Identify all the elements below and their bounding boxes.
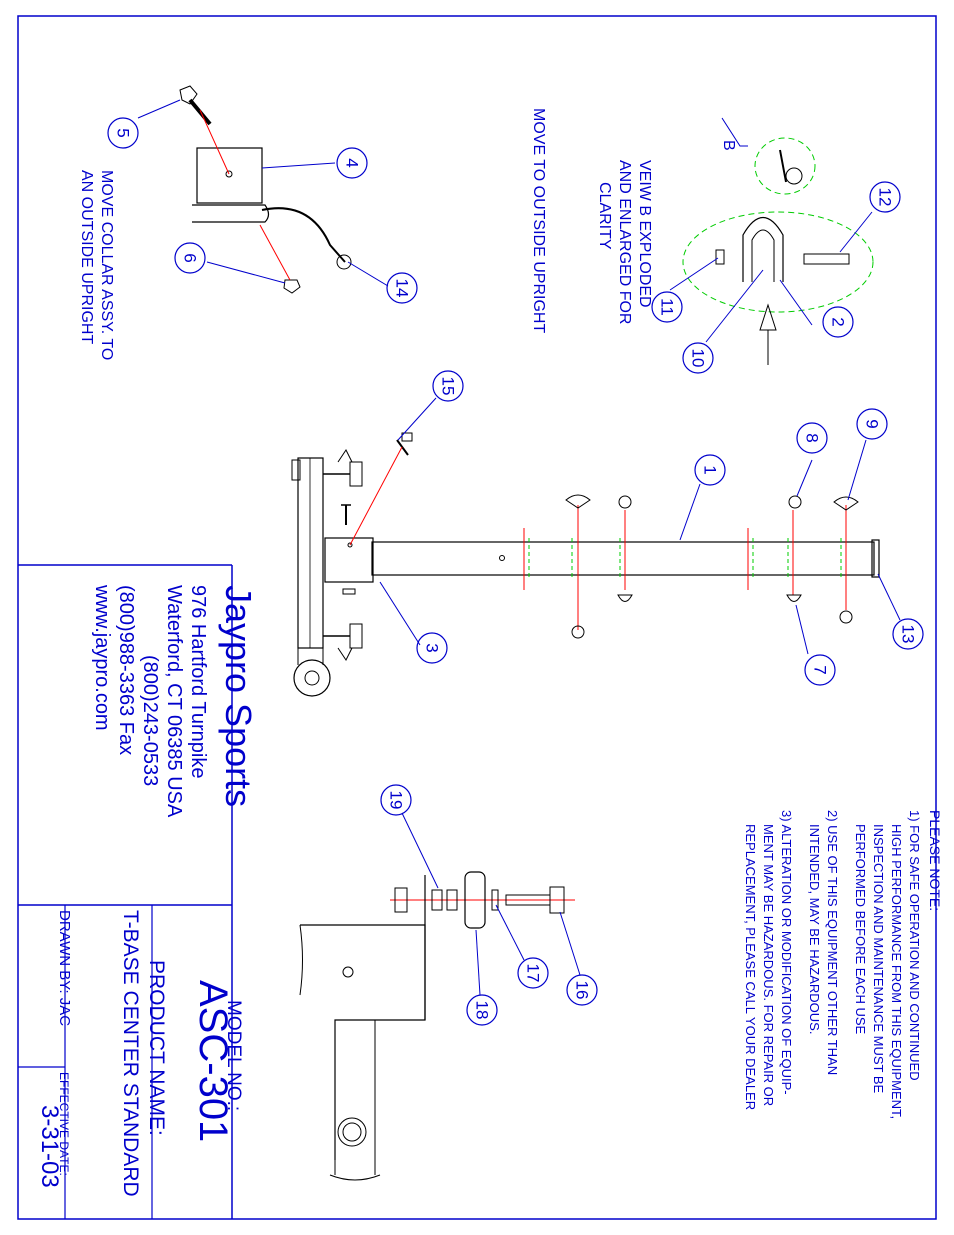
- note-line: PERFORMED BEFORE EACH USE: [853, 824, 868, 1035]
- callout-9: 9: [856, 408, 888, 440]
- callout-15: 15: [432, 370, 464, 402]
- note-line: INSPECTION AND MAINTENANCE MUST BE: [871, 824, 886, 1094]
- svg-text:10: 10: [689, 349, 708, 368]
- svg-text:8: 8: [803, 433, 822, 442]
- svg-text:19: 19: [387, 791, 406, 810]
- wheel: [293, 659, 331, 697]
- t-base: [297, 457, 324, 649]
- upright-tube: [371, 541, 875, 576]
- svg-text:11: 11: [658, 298, 677, 316]
- view-b-instruction: VEIW B EXPLODED AND ENLARGED FOR CLARITY: [596, 160, 653, 324]
- drawing-border: [17, 15, 937, 1220]
- svg-text:5: 5: [114, 128, 133, 137]
- callout-4: 4: [336, 147, 368, 179]
- note-line: HIGH PERFORMANCE FROM THIS EQUIPMENT,: [889, 824, 904, 1119]
- model-label: MODEL NO.:: [223, 1000, 244, 1111]
- note-line: INTENDED, MAY BE HAZARDOUS.: [807, 824, 822, 1034]
- svg-text:15: 15: [439, 377, 458, 396]
- note-line: REPLACEMENT, PLEASE CALL YOUR DEALER: [743, 824, 758, 1110]
- upright-instruction: MOVE TO OUTSIDE UPRIGHT: [530, 108, 547, 333]
- company-address: 976 Hartford Turnpike: [187, 585, 209, 778]
- title-block: [18, 564, 233, 1219]
- model-number: ASC-301: [191, 980, 235, 1142]
- svg-text:2: 2: [829, 317, 848, 326]
- svg-text:18: 18: [473, 1001, 492, 1020]
- svg-text:CLARITY: CLARITY: [596, 182, 613, 250]
- view-b-label: B: [720, 140, 737, 151]
- callout-6: 6: [174, 242, 206, 274]
- product-name: T-BASE CENTER STANDARD: [119, 910, 142, 1197]
- notes-block: PLEASE NOTE: 1) FOR SAFE OPERATION AND C…: [743, 810, 943, 1119]
- svg-text:3: 3: [423, 643, 442, 652]
- callout-18: 18: [466, 994, 498, 1026]
- end-cap: [871, 539, 880, 578]
- notes-heading: PLEASE NOTE:: [927, 810, 943, 911]
- svg-text:13: 13: [899, 625, 918, 644]
- svg-text:MOVE COLLAR ASSY. TO: MOVE COLLAR ASSY. TO: [98, 170, 115, 360]
- callout-10: 10: [682, 342, 714, 374]
- svg-text:6: 6: [181, 253, 200, 262]
- hardware-stack: [299, 871, 575, 1181]
- svg-text:9: 9: [863, 419, 882, 428]
- svg-text:4: 4: [343, 158, 362, 167]
- callout-3: 3: [416, 632, 448, 664]
- callout-13: 13: [892, 618, 924, 650]
- view-b-leader: [721, 117, 748, 147]
- view-b-detail: [682, 137, 874, 365]
- company-info: Jaypro Sports 976 Hartford Turnpike Wate…: [91, 584, 259, 818]
- company-name: Jaypro Sports: [218, 585, 259, 807]
- callout-11: 11: [651, 291, 683, 323]
- product-label: PRODUCT NAME:: [145, 960, 168, 1136]
- callout-8: 8: [796, 422, 828, 454]
- collar: [324, 537, 374, 583]
- svg-text:14: 14: [393, 279, 412, 298]
- company-web: www.jaypro.com: [91, 584, 113, 731]
- company-phone: (800)243-0533: [139, 655, 161, 786]
- note-line: 1) FOR SAFE OPERATION AND CONTINUED: [907, 810, 922, 1081]
- svg-text:MOVE TO OUTSIDE UPRIGHT: MOVE TO OUTSIDE UPRIGHT: [530, 108, 547, 333]
- callout-16: 16: [566, 974, 598, 1006]
- collar-detail: [179, 85, 352, 294]
- effective-date-label: EFFECTIVE DATE:: [57, 1072, 71, 1176]
- svg-text:AND ENLARGED FOR: AND ENLARGED FOR: [616, 160, 633, 324]
- svg-text:7: 7: [811, 665, 830, 674]
- svg-text:16: 16: [573, 981, 592, 1000]
- svg-text:12: 12: [876, 188, 895, 207]
- callout-14: 14: [386, 272, 418, 304]
- upright-assembly: [291, 432, 880, 697]
- callout-2: 2: [822, 306, 854, 338]
- svg-text:AN OUTSIDE UPRIGHT: AN OUTSIDE UPRIGHT: [78, 170, 95, 344]
- note-line: MENT MAY BE HAZARDOUS. FOR REPAIR OR: [761, 824, 776, 1106]
- collar-instruction: MOVE COLLAR ASSY. TO AN OUTSIDE UPRIGHT: [78, 170, 115, 360]
- effective-date: 3-31-03: [36, 1105, 63, 1188]
- callout-17: 17: [517, 957, 549, 989]
- callout-19: 19: [380, 784, 412, 816]
- svg-text:VEIW B EXPLODED: VEIW B EXPLODED: [636, 160, 653, 308]
- callout-12: 12: [869, 181, 901, 213]
- svg-text:17: 17: [524, 964, 543, 983]
- company-city: Waterford, CT 06385 USA: [163, 585, 185, 818]
- svg-text:1: 1: [701, 465, 720, 474]
- drawn-by: DRAWN BY: JAC: [56, 910, 73, 1026]
- note-line: 2) USE OF THIS EQUIPMENT OTHER THAN: [825, 810, 840, 1075]
- callout-5: 5: [107, 117, 139, 149]
- callout-7: 7: [804, 654, 836, 686]
- note-line: 3) ALTERATION OR MODIFICATION OF EQUIP-: [779, 810, 794, 1095]
- callout-leaders: [137, 99, 901, 996]
- callout-1: 1: [694, 454, 726, 486]
- company-fax: (800)988-3363 Fax: [115, 585, 137, 755]
